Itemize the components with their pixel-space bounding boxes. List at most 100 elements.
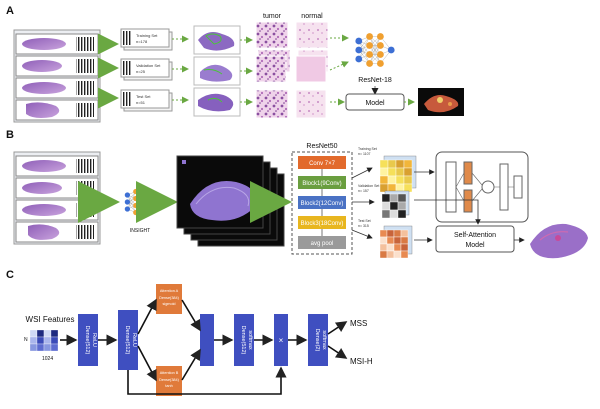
network-node: [124, 192, 131, 198]
dense-block-2: Dense(512) ReLU: [118, 310, 138, 370]
feature-cell: [43, 336, 52, 345]
matrix-cell: [386, 243, 395, 252]
slide-a-4: [15, 99, 99, 121]
network-node: [141, 209, 147, 216]
slide-stack-a: [13, 29, 101, 123]
panel-a: A: [6, 5, 464, 123]
attention-b-line3: tanh: [165, 384, 172, 388]
dense-block-1-line2: ReLU: [91, 333, 97, 347]
network-node: [376, 60, 384, 67]
wsi-features-matrix: [29, 329, 59, 352]
matrix-cell: [389, 193, 399, 203]
resnet50-layer: [298, 176, 346, 189]
self-attention-model-box: [435, 225, 515, 253]
set-label: Validation Set: [136, 63, 161, 68]
feature-cell: [29, 329, 38, 338]
slide-a-3: [15, 77, 99, 99]
multiply-symbol: ×: [279, 336, 284, 345]
slide-stack-b: [13, 151, 101, 245]
resnet18-label: ResNet-18: [358, 77, 392, 84]
dense-block-1-line1: Dense(512): [84, 326, 90, 355]
network-node: [376, 42, 384, 49]
matrix-cell: [379, 229, 388, 238]
resnet50-layers: Conv 7×7Block1(9Conv)Block2(12Conv)Block…: [298, 156, 346, 249]
dense-block-3-line2: softmax: [247, 330, 253, 350]
dense-block-3-line1: Dense(512): [240, 326, 246, 355]
network-node: [133, 195, 139, 202]
network-node: [141, 188, 147, 195]
network-node: [355, 37, 363, 45]
attention-a-line3: sigmoid: [162, 302, 175, 306]
network-node: [366, 33, 374, 40]
matrix-cell: [397, 209, 407, 219]
output-mss-label: MSS: [350, 319, 367, 328]
resnet50-layer: [298, 196, 346, 209]
matrix-cell: [403, 175, 413, 185]
col-header-tumor: tumor: [263, 13, 282, 20]
resnet50-layer: [298, 236, 346, 249]
tile-stack-b: [176, 155, 285, 247]
matrix-cell: [395, 175, 405, 185]
feature-set-test-label: Test Set: [358, 219, 371, 223]
network-node: [149, 199, 156, 205]
network-node: [376, 51, 384, 58]
matrix-cell: [379, 243, 388, 252]
network-node: [366, 60, 374, 67]
tile-grid-a: [255, 21, 329, 119]
panel-c-letter: C: [6, 269, 14, 281]
panel-b-letter: B: [6, 129, 14, 141]
feature-cell: [36, 329, 45, 338]
feature-matrix-test: [379, 225, 413, 259]
set-card-validation-a: Validation Set n=25: [120, 58, 173, 81]
matrix-cell: [387, 167, 397, 177]
insight-network-icon: [124, 188, 156, 216]
network-node: [133, 209, 139, 216]
feature-matrix-validation: [381, 190, 410, 219]
matrix-cell: [397, 193, 407, 203]
resnet18-network-icon: [355, 33, 395, 67]
col-header-normal: normal: [301, 13, 323, 20]
network-node: [133, 188, 139, 195]
attention-b-line2: Dense(384): [159, 378, 180, 382]
feature-cell: [50, 336, 59, 345]
slide-a-1: [15, 33, 99, 55]
dim-1024-label: 1024: [42, 356, 53, 362]
network-node: [133, 202, 139, 209]
attention-merge-block: [200, 314, 214, 366]
resnet50-layer-label: Block2(12Conv): [301, 201, 344, 207]
matrix-cell: [387, 175, 397, 185]
insight-label: INSIGHT: [130, 228, 150, 234]
resnet50-layer-label: avg pool: [311, 241, 334, 247]
matrix-cell: [381, 209, 391, 219]
attention-b-block: Attention B Dense(384) tanh: [156, 366, 182, 396]
dim-n-label: N: [24, 337, 28, 343]
network-node: [387, 46, 395, 54]
set-label: Training Set: [136, 33, 158, 38]
matrix-cell: [393, 236, 402, 245]
set-label: Test Set: [136, 94, 151, 99]
matrix-cell: [400, 236, 409, 245]
resnet50-layer: [298, 216, 346, 229]
feature-cell: [43, 343, 52, 352]
attention-b-line1: Attention B: [160, 371, 179, 375]
dense-block-3: Dense(512) softmax: [234, 314, 254, 366]
panel-b: B INSIGHT: [6, 129, 588, 259]
network-node: [366, 51, 374, 58]
resnet50-layer: [298, 156, 346, 169]
feature-set-training-label: Training Set: [358, 147, 377, 151]
self-attention-label-2: Model: [465, 242, 485, 249]
feature-set-validation-count: n= 157: [358, 189, 369, 193]
output-msih-label: MSI-H: [350, 357, 373, 366]
matrix-cell: [379, 159, 389, 169]
multiply-block: ×: [274, 314, 288, 366]
network-node: [355, 55, 363, 63]
feature-cell: [36, 343, 45, 352]
set-count: n=25: [136, 69, 146, 74]
matrix-cell: [395, 159, 405, 169]
network-node: [376, 33, 384, 40]
feature-cell: [50, 343, 59, 352]
network-node: [366, 42, 374, 49]
matrix-cell: [379, 250, 388, 259]
matrix-cell: [386, 229, 395, 238]
